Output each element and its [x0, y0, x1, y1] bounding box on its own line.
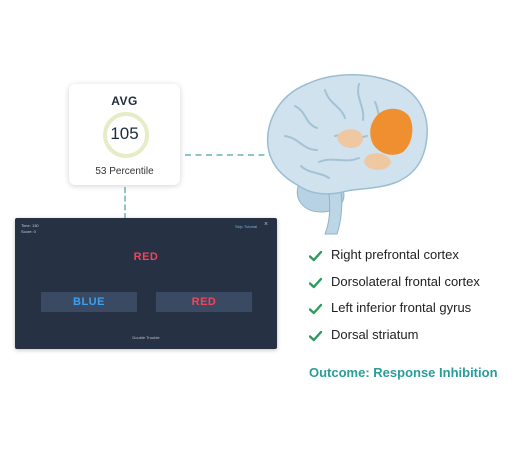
score-value: 105 [110, 124, 139, 143]
check-icon [309, 330, 322, 341]
score-label: AVG [111, 94, 138, 108]
game-title: Double Trouble [132, 335, 160, 340]
answer-button-right[interactable]: RED [156, 292, 252, 312]
timer-text: Time: 130 [21, 223, 39, 228]
check-icon [309, 303, 322, 315]
region-label: Dorsal striatum [331, 326, 419, 342]
game-score-text: Score: 0 [21, 229, 36, 234]
region-label: Left inferior frontal gyrus [331, 300, 472, 315]
check-icon [309, 250, 322, 262]
outcome-text: Outcome: Response Inhibition [309, 365, 498, 380]
game-window: Time: 130 Score: 0 Skip Tutorial × RED B… [15, 218, 277, 349]
skip-tutorial-link[interactable]: Skip Tutorial [235, 224, 258, 229]
region-label: Right prefrontal cortex [331, 247, 459, 262]
score-card: AVG 105 53 Percentile [69, 84, 180, 185]
stimulus-word: RED [133, 251, 159, 263]
check-icon [309, 277, 322, 288]
close-icon[interactable]: × [264, 221, 269, 228]
connector-line-horizontal [185, 154, 275, 156]
brain-illustration [267, 74, 428, 235]
score-ring [103, 112, 149, 158]
connector-line-vertical [124, 187, 126, 219]
prefrontal-highlight [370, 108, 413, 155]
score-percentile: 53 Percentile [95, 166, 154, 177]
answer-button-left[interactable]: BLUE [41, 292, 137, 312]
region-label: Dorsolateral frontal cortex [331, 273, 480, 289]
